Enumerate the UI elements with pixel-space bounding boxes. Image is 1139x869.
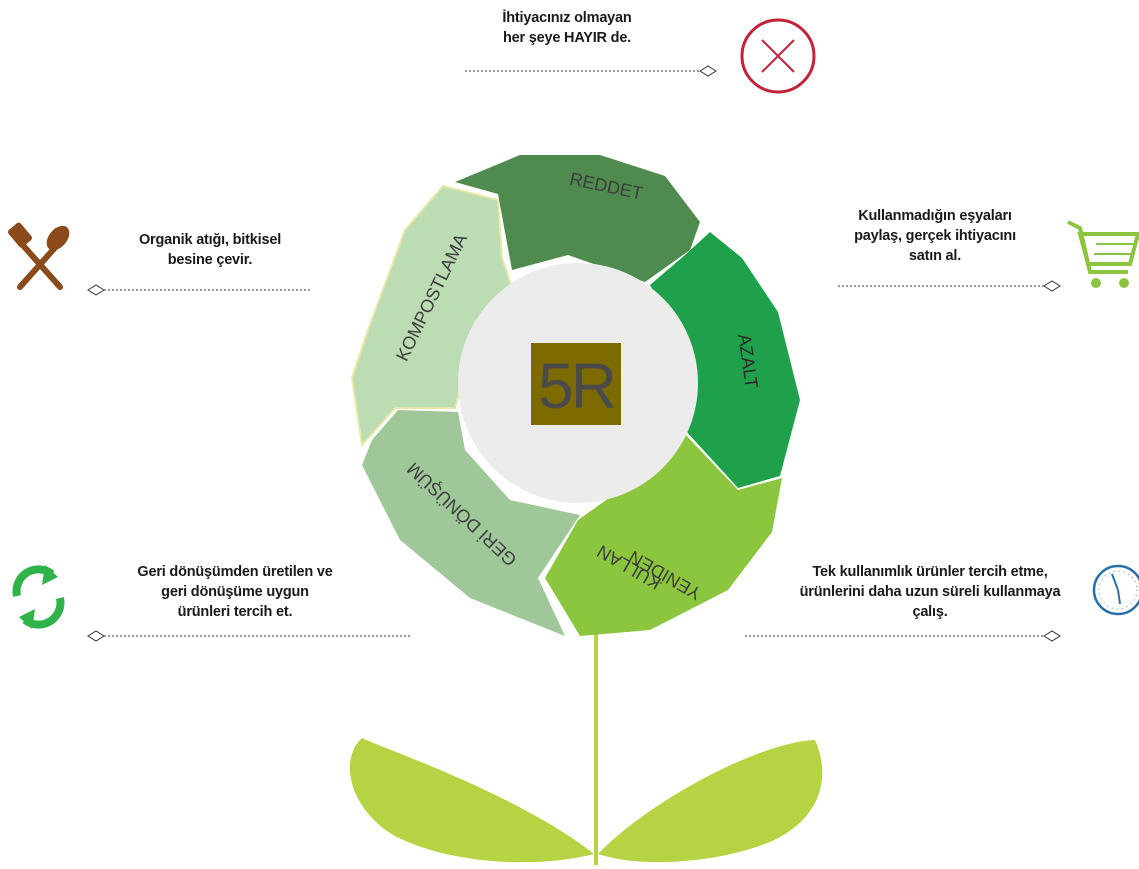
note-reddet: İhtiyacınız olmayan her şeye HAYIR de. — [462, 8, 672, 48]
plant-right-leaf — [598, 740, 823, 863]
center-label: 5R — [538, 350, 615, 422]
connector-yeniden-kullan — [745, 630, 1061, 642]
note-yeniden-kullan: Tek kullanımlık ürünler tercih etme, ürü… — [760, 562, 1100, 622]
connector-kompostlama — [87, 284, 312, 296]
note-geri-donusum: Geri dönüşümden üretilen ve geri dönüşüm… — [100, 562, 370, 622]
note-yeniden-kullan-line1: Tek kullanımlık ürünler tercih etme, — [812, 564, 1048, 580]
note-kompostlama-line1: Organik atığı, bitkisel — [138, 232, 282, 248]
note-reddet-line2: her şeye HAYIR de. — [502, 30, 632, 46]
note-kompostlama: Organik atığı, bitkisel besine çevir. — [100, 230, 320, 270]
note-yeniden-kullan-line3: çalış. — [912, 604, 948, 620]
segment-yeniden-kullan — [545, 432, 782, 636]
note-reddet-line1: İhtiyacınız olmayan — [502, 10, 632, 26]
shopping-cart-icon — [1067, 220, 1139, 288]
segment-geri-donusum — [362, 410, 580, 636]
recycle-icon — [12, 565, 65, 629]
spoon-fork-icon — [8, 222, 70, 290]
x-circle-icon — [740, 18, 816, 94]
connector-geri-donusum — [87, 630, 410, 642]
center-box — [531, 343, 621, 425]
note-geri-donusum-line2: geri dönüşüme uygun — [161, 584, 309, 600]
segment-kompostlama — [350, 184, 517, 448]
clock-icon — [1092, 564, 1139, 616]
plant-left-leaf — [349, 738, 594, 863]
note-kompostlama-line2: besine çevir. — [167, 252, 253, 268]
segment-reddet — [455, 155, 700, 282]
note-azalt: Kullanmadığın eşyaları paylaş, gerçek ih… — [830, 206, 1040, 266]
note-geri-donusum-line3: ürünleri tercih et. — [177, 604, 293, 620]
note-azalt-line3: satın al. — [908, 248, 962, 264]
connector-azalt — [838, 280, 1061, 292]
note-yeniden-kullan-line2: ürünlerini daha uzun süreli kullanmaya — [799, 584, 1061, 600]
note-geri-donusum-line1: Geri dönüşümden üretilen ve — [137, 564, 333, 580]
note-azalt-line2: paylaş, gerçek ihtiyacını — [854, 228, 1016, 244]
connector-reddet — [465, 65, 717, 77]
plant-stem — [594, 600, 598, 865]
note-azalt-line1: Kullanmadığın eşyaları — [858, 208, 1012, 224]
